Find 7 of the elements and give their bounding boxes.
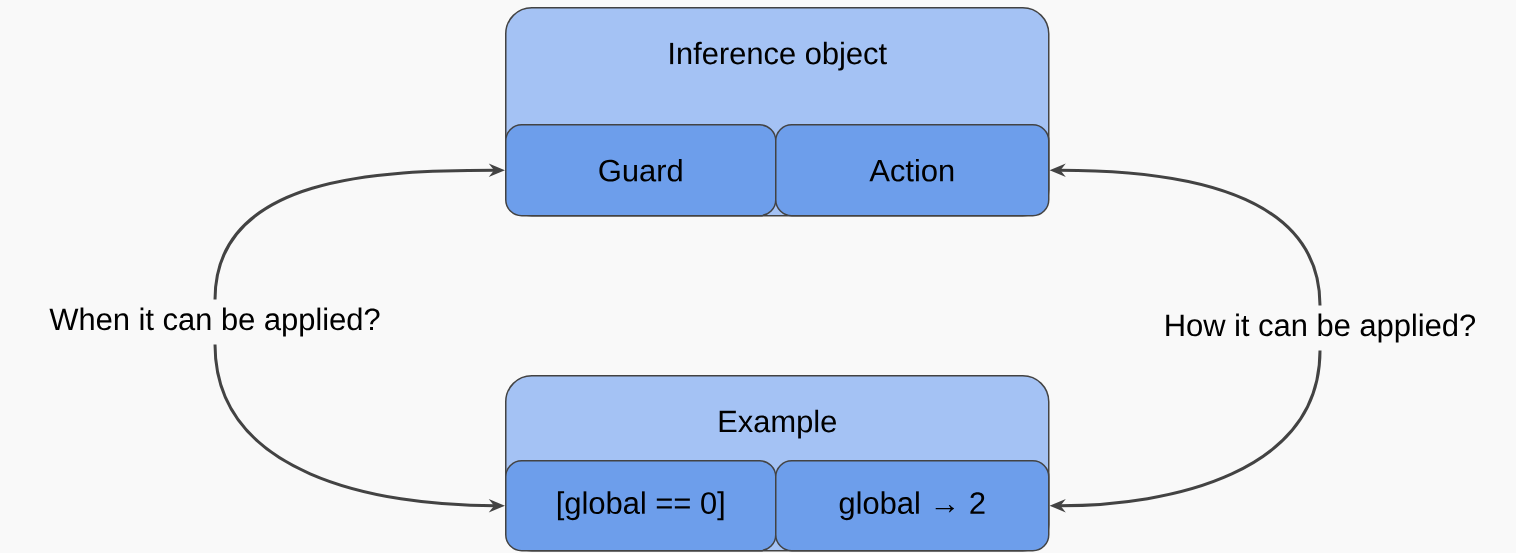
node-label: [global == 0] [557, 491, 724, 521]
question-text: When it can be applied? [49, 307, 380, 337]
question-text: How it can be applied? [1166, 313, 1475, 343]
field-box: global → 2 [775, 460, 1050, 552]
field-box: Guard [505, 124, 777, 217]
field-box: Action [775, 124, 1050, 217]
field-box: [global == 0] [505, 460, 777, 552]
